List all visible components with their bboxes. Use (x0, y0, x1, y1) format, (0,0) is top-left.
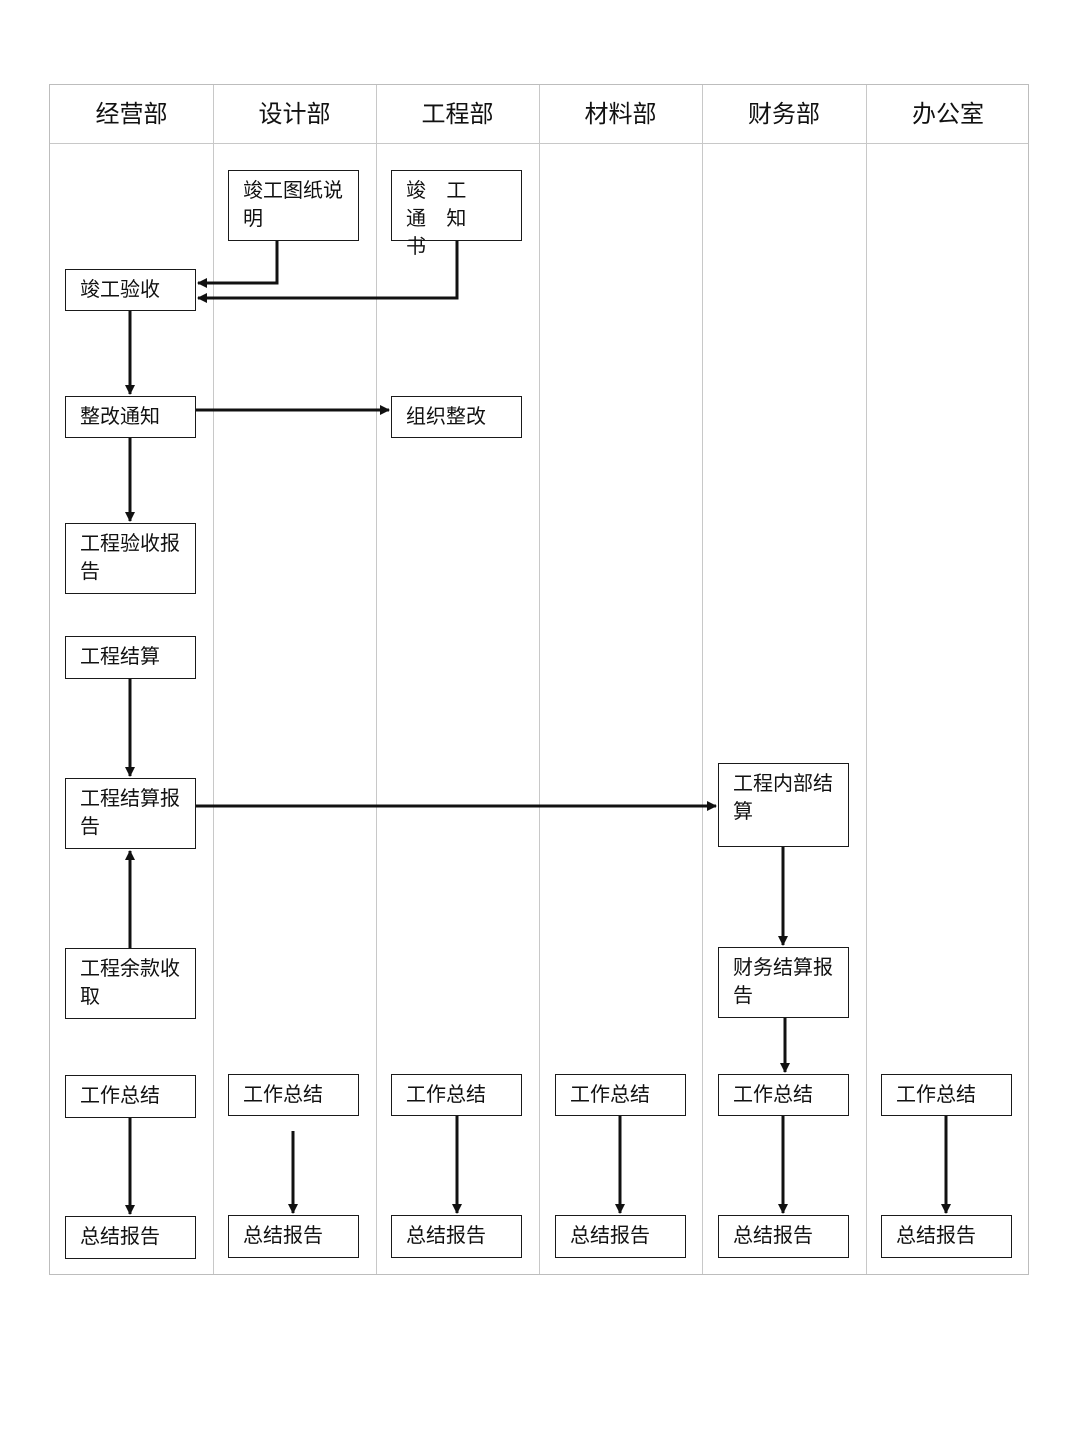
node-project-settlement: 工程结算 (65, 636, 196, 679)
lane-divider (213, 85, 214, 1274)
node-finance-settlement-report: 财务结算报告 (718, 947, 849, 1018)
header-divider (50, 143, 1028, 144)
node-summary-finance: 工作总结 (718, 1074, 849, 1116)
lane-header-materials: 材料部 (584, 100, 657, 128)
node-report-design: 总结报告 (228, 1215, 359, 1258)
node-completion-acceptance: 竣工验收 (65, 269, 196, 311)
lane-header-finance: 财务部 (748, 100, 820, 128)
node-as-built-drawings: 竣工图纸说明 (228, 170, 359, 241)
lane-header-engineering: 工程部 (421, 100, 494, 128)
node-report-finance: 总结报告 (718, 1215, 849, 1258)
node-acceptance-report: 工程验收报告 (65, 523, 196, 594)
lane-divider (376, 85, 377, 1274)
node-summary-office: 工作总结 (881, 1074, 1012, 1116)
node-settlement-report: 工程结算报告 (65, 778, 196, 849)
node-report-materials: 总结报告 (555, 1215, 686, 1258)
node-balance-collection: 工程余款收取 (65, 948, 196, 1019)
node-report-sales: 总结报告 (65, 1216, 196, 1259)
node-summary-materials: 工作总结 (555, 1074, 686, 1116)
node-summary-sales: 工作总结 (65, 1075, 196, 1118)
node-summary-engineering: 工作总结 (391, 1074, 522, 1116)
node-rectification-notice: 整改通知 (65, 396, 196, 438)
lane-divider (866, 85, 867, 1274)
node-completion-notice: 竣 工 通 知 书 (391, 170, 522, 258)
node-organize-rectification: 组织整改 (391, 396, 522, 438)
node-report-office: 总结报告 (881, 1215, 1012, 1258)
swimlane-table: 经营部 设计部 工程部 材料部 财务部 办公室 (49, 84, 1029, 1275)
lane-divider (539, 85, 540, 1274)
node-summary-design: 工作总结 (228, 1074, 359, 1116)
lane-divider (702, 85, 703, 1274)
lane-header-office: 办公室 (912, 100, 984, 128)
node-internal-settlement: 工程内部结算 (718, 763, 849, 847)
node-report-engineering: 总结报告 (391, 1215, 522, 1258)
lane-header-design: 设计部 (258, 100, 331, 128)
lane-header-sales: 经营部 (95, 100, 168, 128)
